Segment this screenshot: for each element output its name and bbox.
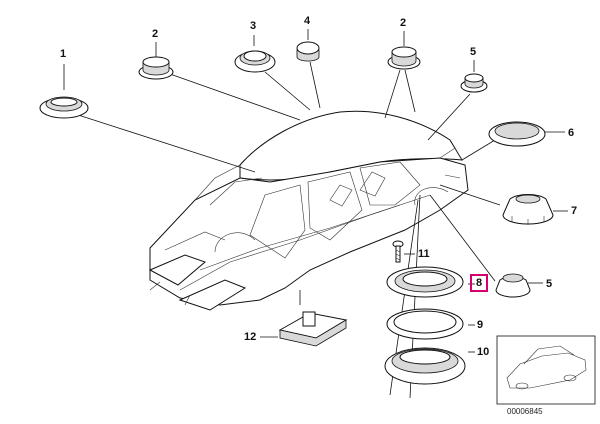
callout-5-bottom: 5 — [546, 278, 553, 290]
part-2-grommet-icon — [138, 56, 174, 80]
callout-7: 7 — [571, 205, 578, 217]
callout-9: 9 — [477, 319, 484, 331]
callout-2-right: 2 — [400, 17, 407, 29]
part-6-cover-icon — [488, 121, 546, 147]
callout-2-left: 2 — [152, 28, 159, 40]
callout-1: 1 — [60, 48, 67, 60]
reference-number: 00006845 — [507, 407, 543, 416]
callout-5-top: 5 — [470, 46, 477, 58]
part-10-ring-icon — [384, 347, 466, 385]
car-thumbnail-icon — [496, 335, 596, 405]
part-9-gasket-icon — [386, 308, 464, 340]
part-7-support-icon — [502, 194, 554, 225]
part-1-grommet-icon — [39, 96, 89, 119]
part-4-plug-icon — [296, 41, 320, 62]
callout-12: 12 — [244, 331, 257, 343]
part-8-seal-icon — [386, 266, 464, 298]
car-body-shell-icon — [148, 110, 469, 311]
callout-4: 4 — [304, 15, 311, 27]
callout-8-highlighted: 8 — [470, 274, 489, 292]
part-5-grommet-icon — [460, 73, 488, 93]
part-12-cap-icon — [278, 311, 348, 347]
callout-11: 11 — [418, 248, 430, 260]
part-5-grommet-icon — [495, 273, 531, 298]
part-2-grommet-icon — [387, 46, 421, 70]
callout-10: 10 — [477, 346, 490, 358]
callout-3: 3 — [250, 20, 257, 32]
part-11-screw-icon — [392, 240, 404, 263]
part-3-grommet-icon — [234, 50, 276, 73]
callout-6: 6 — [568, 127, 575, 139]
